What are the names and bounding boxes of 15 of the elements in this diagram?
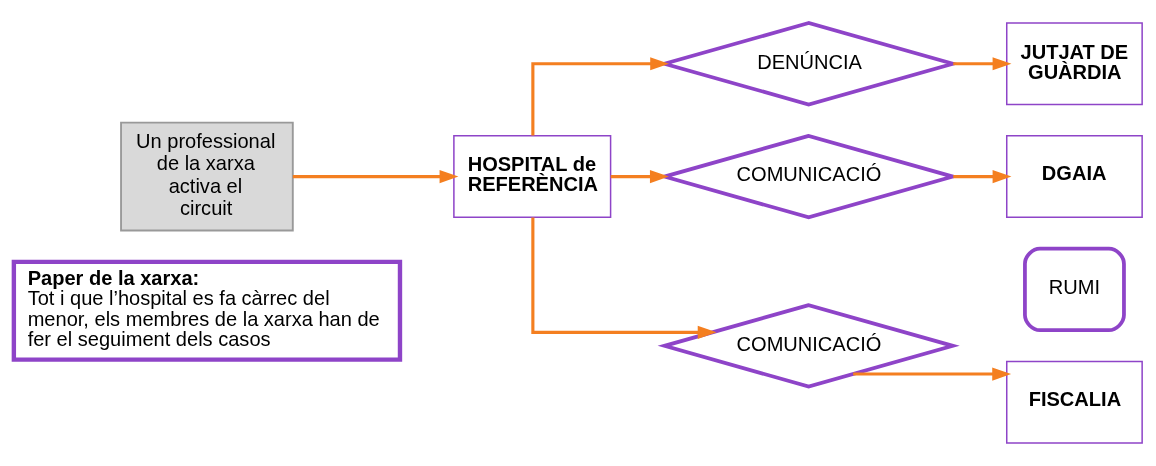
arrow	[531, 217, 717, 339]
node-diamond: COMUNICACIÓ	[657, 303, 960, 389]
arrow	[953, 57, 1012, 71]
node-box: DGAIA	[1006, 135, 1143, 219]
arrow	[610, 170, 669, 184]
node-box: FISCALIA	[1006, 360, 1143, 444]
arrow	[531, 57, 670, 136]
arrow	[953, 170, 1012, 184]
node-box: HOSPITAL de REFERÈNCIA	[453, 135, 612, 219]
node-box: Paper de la xarxa: Tot i que l’hospital es fa càrrec del menor, els membres de la xarxa han de fer el seguiment dels casos	[11, 259, 403, 362]
node-box: RUMI	[1023, 246, 1126, 333]
arrow	[853, 367, 1012, 381]
node-box: Un professional de la xarxa activa el circuit	[120, 121, 294, 232]
arrow	[292, 170, 459, 184]
node-box: JUTJAT DE GUÀRDIA	[1006, 22, 1143, 106]
